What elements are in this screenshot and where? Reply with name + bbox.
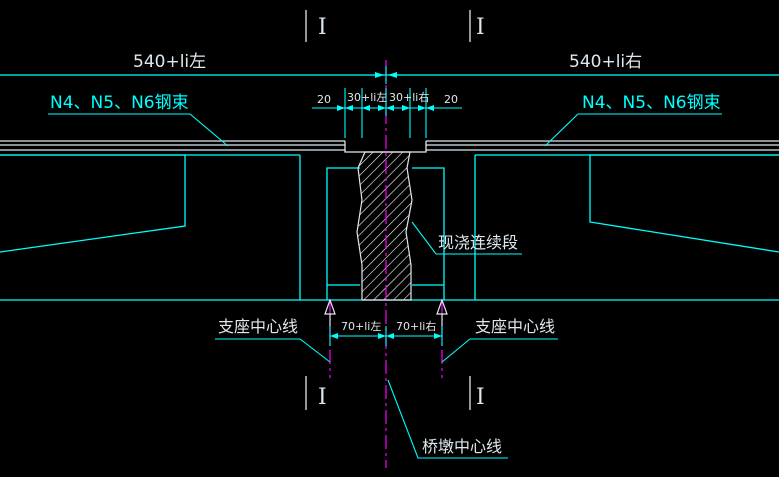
dim-arrow-cast-6 bbox=[402, 105, 410, 111]
dimension-arrows bbox=[330, 72, 442, 339]
dim-cast-right-margin: 20 bbox=[444, 93, 458, 106]
section-marks bbox=[305, 10, 471, 410]
dim-arrow-cast-8 bbox=[426, 105, 434, 111]
label-bearing-center-left: 支座中心线 bbox=[218, 317, 298, 336]
centerlines bbox=[329, 60, 443, 468]
label-pier-center: 桥墩中心线 bbox=[422, 437, 502, 456]
dim-cast-left-margin: 20 bbox=[317, 93, 331, 106]
bearing-markers bbox=[324, 298, 448, 326]
web-void-left bbox=[0, 154, 186, 253]
dim-overall-right: 540+li右 bbox=[569, 52, 642, 72]
girder-structure bbox=[0, 74, 779, 301]
diaphragm-right bbox=[412, 167, 445, 300]
section-mark-bottom-right: I bbox=[476, 385, 485, 410]
dim-cast-left-half: 30+li左 bbox=[347, 91, 387, 104]
dim-arrow-cast-3 bbox=[362, 105, 370, 111]
cast-in-place-core bbox=[356, 151, 413, 301]
section-mark-top-left: I bbox=[318, 15, 327, 40]
leader-bearing-left bbox=[215, 338, 331, 363]
dim-overall-left: 540+li左 bbox=[133, 52, 206, 72]
leader-lines bbox=[48, 113, 722, 459]
dim-arrow-bearing-1 bbox=[330, 333, 338, 339]
label-bearing-center-right: 支座中心线 bbox=[475, 317, 555, 336]
dim-cast-right-half: 30+li右 bbox=[389, 90, 429, 104]
leader-tendon-right bbox=[544, 113, 722, 147]
diaphragm-left bbox=[326, 167, 360, 300]
web-void-right bbox=[589, 154, 779, 253]
dim-arrow-top-l bbox=[375, 72, 384, 78]
leader-cast bbox=[411, 221, 522, 255]
dim-arrow-cast-7 bbox=[418, 105, 426, 111]
dim-arrow-bearing-2 bbox=[378, 333, 386, 339]
leader-pier bbox=[387, 379, 508, 459]
leader-tendon-left bbox=[48, 113, 229, 147]
dim-arrow-cast-4 bbox=[378, 105, 386, 111]
dim-arrow-bearing-4 bbox=[434, 333, 442, 339]
dim-arrow-bearing-3 bbox=[386, 333, 394, 339]
dim-arrow-cast-5 bbox=[386, 105, 394, 111]
section-mark-top-right: I bbox=[476, 15, 485, 40]
dim-arrow-cast-2 bbox=[345, 105, 353, 111]
label-tendon-left: N4、N5、N6钢束 bbox=[50, 93, 189, 113]
label-cast-in-place: 现浇连续段 bbox=[438, 233, 518, 252]
section-mark-bottom-left: I bbox=[318, 385, 327, 410]
dim-arrow-cast-1 bbox=[337, 105, 345, 111]
leader-bearing-right bbox=[441, 338, 558, 363]
label-tendon-right: N4、N5、N6钢束 bbox=[582, 93, 721, 113]
dim-bearing-right: 70+li右 bbox=[396, 319, 436, 333]
dim-bearing-left: 70+li左 bbox=[341, 320, 381, 333]
dim-arrow-top-r bbox=[388, 72, 397, 78]
